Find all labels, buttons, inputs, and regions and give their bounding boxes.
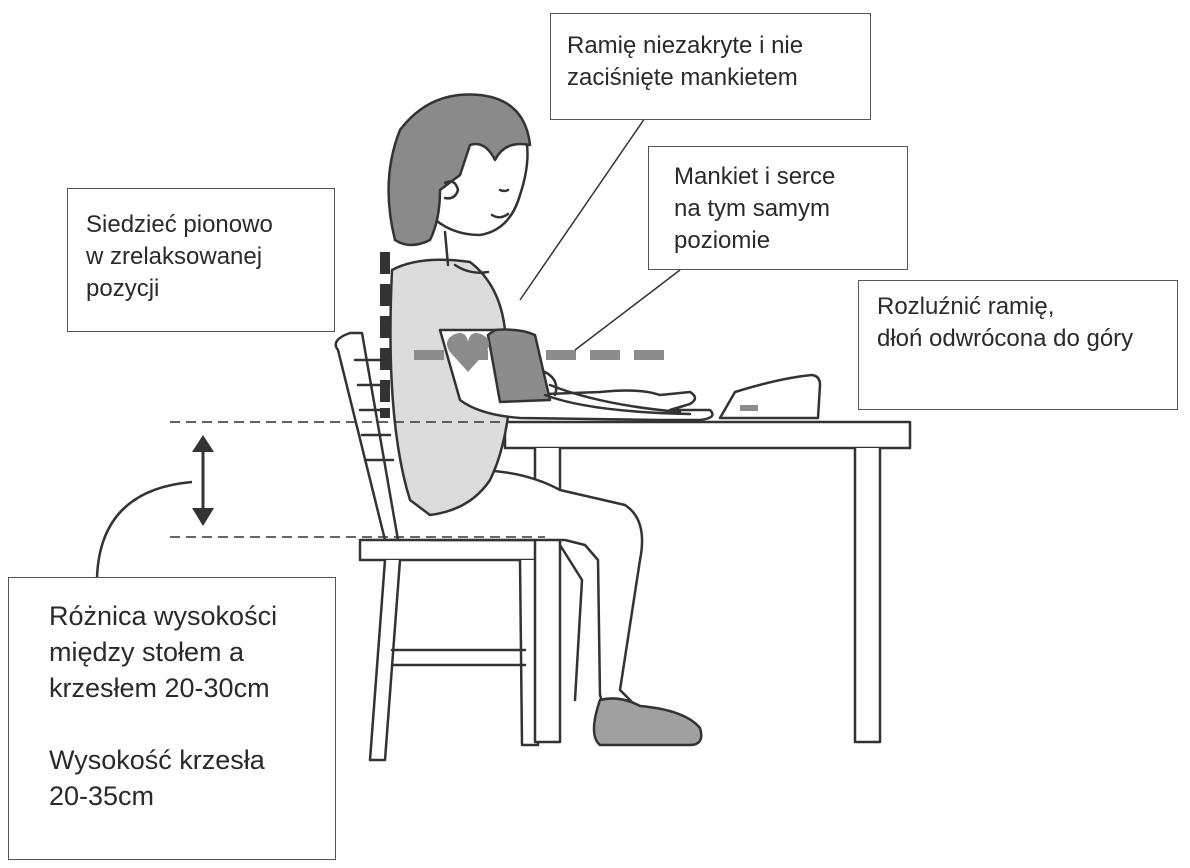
- callout-sit-upright: Siedzieć pionowo w zrelaksowanej pozycji: [67, 188, 335, 332]
- double-arrow-icon: [192, 435, 214, 526]
- callout-text: krzesłem 20-30cm: [49, 673, 270, 703]
- callout-text: pozycji: [86, 275, 160, 302]
- woman-arm: [438, 328, 714, 422]
- callout-text: poziomie: [674, 227, 771, 254]
- callout-text: między stołem a: [49, 637, 245, 667]
- table: [503, 420, 912, 744]
- callout-text: Rozluźnić ramię,: [877, 293, 1055, 320]
- callout-text: w zrelaksowanej: [86, 243, 263, 270]
- callout-heights: Różnica wysokości między stołem a krzesł…: [8, 577, 336, 860]
- bp-monitor: [718, 373, 822, 420]
- woman-head: [387, 93, 532, 267]
- callout-text: Różnica wysokości: [49, 601, 278, 631]
- callout-text: na tym samym: [674, 195, 831, 222]
- leader-heights: [95, 480, 193, 579]
- callout-arm-uncovered: Ramię niezakryte i nie zaciśnięte mankie…: [550, 13, 871, 120]
- back-vertical-line: [380, 252, 390, 418]
- woman-legs: [428, 468, 703, 747]
- callout-spacer: [49, 706, 335, 742]
- level-dashed-line: [414, 350, 664, 360]
- callout-relax-arm: Rozluźnić ramię, dłoń odwrócona do góry: [858, 280, 1178, 410]
- woman-torso: [389, 258, 512, 517]
- callout-text: 20-35cm: [49, 781, 155, 811]
- callout-text: dłoń odwrócona do góry: [877, 325, 1134, 352]
- leader-arm-uncovered: [519, 117, 646, 301]
- callout-cuff-heart-level: Mankiet i serce na tym samym poziomie: [648, 146, 908, 270]
- callout-text: Siedzieć pionowo: [86, 211, 273, 238]
- callout-text: Wysokość krzesła: [49, 745, 265, 775]
- callout-text: Mankiet i serce: [674, 163, 836, 190]
- chair: [334, 331, 547, 762]
- leader-cuff-heart: [574, 269, 681, 351]
- callout-text: zaciśnięte mankietem: [567, 64, 798, 91]
- callout-text: Ramię niezakryte i nie: [567, 32, 804, 59]
